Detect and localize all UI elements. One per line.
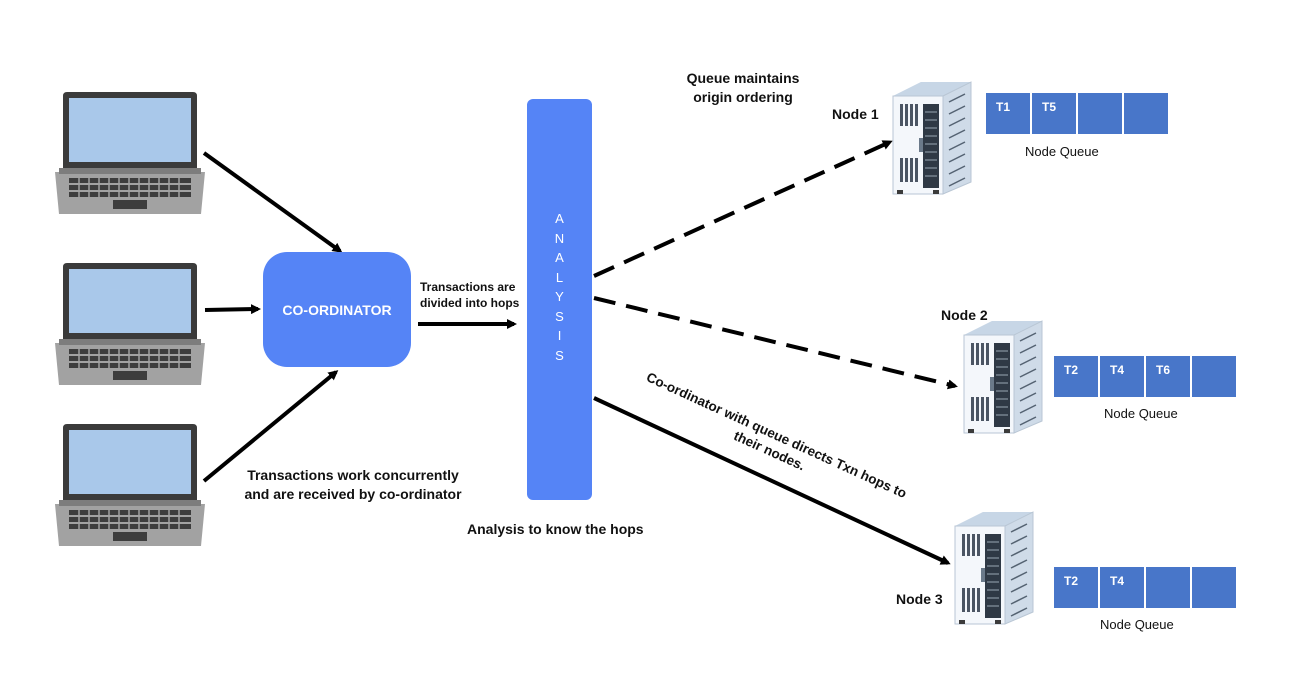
transactions-divided-line1: Transactions are bbox=[420, 280, 516, 294]
node-1-label: Node 1 bbox=[832, 106, 879, 122]
client-1-laptop-icon bbox=[54, 91, 206, 215]
node-2-server-rack-icon bbox=[963, 320, 1043, 434]
analysis-to-node2-arrow bbox=[593, 296, 958, 390]
node-3-server-rack-icon bbox=[954, 511, 1034, 625]
queue-cell-label: T6 bbox=[1156, 363, 1171, 377]
analysis-to-node3-arrow bbox=[593, 396, 951, 565]
analysis-vertical-label: A N A L Y S I S bbox=[527, 209, 592, 365]
node-1-queue-caption: Node Queue bbox=[1025, 144, 1099, 159]
analysis-letter: A bbox=[555, 211, 564, 226]
client-3-arrow bbox=[202, 370, 339, 483]
queue-cell: T4 bbox=[1099, 355, 1145, 398]
analysis-letter: N bbox=[554, 230, 565, 246]
queue-cell: T2 bbox=[1053, 355, 1099, 398]
node-1-server-rack-icon bbox=[892, 81, 972, 195]
analysis-letter: S bbox=[555, 347, 564, 363]
analysis-letter: I bbox=[557, 328, 562, 343]
transactions-divided-label: Transactions are divided into hops bbox=[420, 279, 519, 311]
queue-cell bbox=[1123, 92, 1169, 135]
queue-cell bbox=[1145, 566, 1191, 609]
client-3-laptop-icon bbox=[54, 423, 206, 547]
queue-cell-label bbox=[1192, 567, 1236, 574]
coordinator-label: CO-ORDINATOR bbox=[282, 301, 392, 318]
queue-cell-label bbox=[1146, 567, 1190, 574]
queue-cell: T5 bbox=[1031, 92, 1077, 135]
node-3-label: Node 3 bbox=[896, 591, 943, 607]
queue-cell: T2 bbox=[1053, 566, 1099, 609]
queue-ordering-line1: Queue maintains bbox=[686, 70, 800, 86]
queue-cell-label bbox=[1078, 93, 1122, 100]
analysis-letter: A bbox=[555, 250, 564, 265]
node-2-queue-caption: Node Queue bbox=[1104, 406, 1178, 421]
transactions-divided-line2: divided into hops bbox=[420, 296, 520, 310]
queue-cell-label: T1 bbox=[996, 100, 1011, 114]
analysis-letter: L bbox=[555, 269, 564, 285]
queue-cell: T6 bbox=[1145, 355, 1191, 398]
analysis-letter: Y bbox=[555, 289, 564, 304]
node-3-queue: T2 T4 bbox=[1053, 566, 1237, 609]
transactions-concurrent-line2: and are received by co-ordinator bbox=[244, 486, 462, 502]
queue-cell bbox=[1077, 92, 1123, 135]
transactions-concurrent-line1: Transactions work concurrently bbox=[247, 467, 459, 483]
queue-cell-label: T5 bbox=[1042, 100, 1057, 114]
transactions-concurrent-label: Transactions work concurrently and are r… bbox=[228, 466, 478, 504]
queue-cell-label: T4 bbox=[1110, 363, 1125, 377]
queue-cell bbox=[1191, 355, 1237, 398]
analysis-bar: A N A L Y S I S bbox=[527, 99, 592, 500]
queue-cell bbox=[1191, 566, 1237, 609]
queue-cell-label: T2 bbox=[1064, 363, 1079, 377]
queue-cell: T4 bbox=[1099, 566, 1145, 609]
node-2-queue: T2 T4 T6 bbox=[1053, 355, 1237, 398]
queue-ordering-label: Queue maintains origin ordering bbox=[668, 69, 818, 107]
node-3-queue-caption: Node Queue bbox=[1100, 617, 1174, 632]
node-2-label: Node 2 bbox=[941, 307, 988, 323]
analysis-letter: S bbox=[555, 308, 564, 324]
queue-cell-label: T2 bbox=[1064, 574, 1079, 588]
analysis-caption: Analysis to know the hops bbox=[467, 521, 644, 537]
coordinator-box: CO-ORDINATOR bbox=[263, 252, 411, 367]
node-1-queue: T1 T5 bbox=[985, 92, 1169, 135]
queue-cell-label bbox=[1192, 356, 1236, 363]
client-2-arrow bbox=[204, 304, 261, 315]
queue-cell: T1 bbox=[985, 92, 1031, 135]
client-1-arrow bbox=[202, 151, 343, 253]
queue-cell-label: T4 bbox=[1110, 574, 1125, 588]
client-2-laptop-icon bbox=[54, 262, 206, 386]
queue-ordering-line2: origin ordering bbox=[693, 89, 793, 105]
analysis-to-node1-arrow bbox=[593, 140, 893, 278]
queue-cell-label bbox=[1124, 93, 1168, 100]
